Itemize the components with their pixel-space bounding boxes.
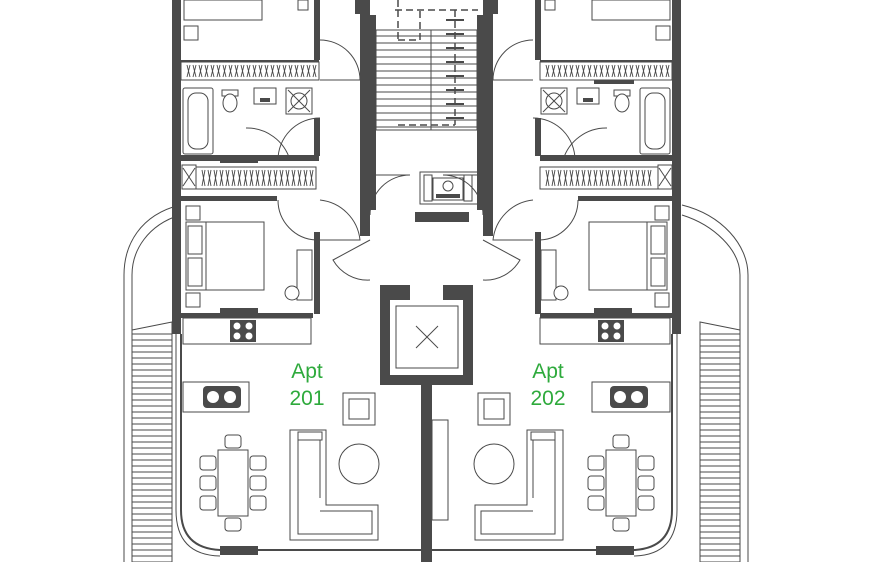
apartment-label-202-line1: Apt bbox=[532, 360, 564, 383]
apartment-label-202: Apt 202 bbox=[530, 360, 565, 410]
coffee-table-icon bbox=[338, 443, 515, 485]
sofa-icon bbox=[289, 429, 564, 541]
dining-table-icon bbox=[199, 434, 655, 532]
balcony-outline-left bbox=[123, 204, 181, 562]
apartment-label-202-number: 202 bbox=[530, 387, 565, 410]
balcony-outline-right bbox=[681, 204, 749, 562]
bed-icon bbox=[185, 221, 668, 291]
armchair-icon bbox=[342, 392, 511, 426]
terrace-left bbox=[131, 321, 173, 562]
apartment-label-201: Apt 201 bbox=[289, 360, 324, 410]
lift-icon bbox=[395, 305, 459, 369]
sink-icon bbox=[253, 87, 600, 105]
door-swing-icon bbox=[245, 39, 608, 281]
bathtub-icon bbox=[182, 87, 671, 155]
shower-icon bbox=[285, 87, 568, 115]
toilet-icon bbox=[221, 89, 631, 113]
wardrobe-icon bbox=[180, 61, 673, 190]
apartment-label-201-number: 201 bbox=[289, 387, 324, 410]
living-room-outer-walls bbox=[175, 334, 678, 557]
apartment-label-201-line1: Apt bbox=[291, 360, 323, 383]
kitchen-island bbox=[182, 381, 671, 413]
kitchen-counter bbox=[182, 317, 671, 345]
hob-icon bbox=[230, 320, 624, 342]
wheelchair-lift-icon bbox=[419, 171, 481, 205]
terrace-right bbox=[699, 321, 741, 562]
stair-icon bbox=[375, 0, 478, 131]
